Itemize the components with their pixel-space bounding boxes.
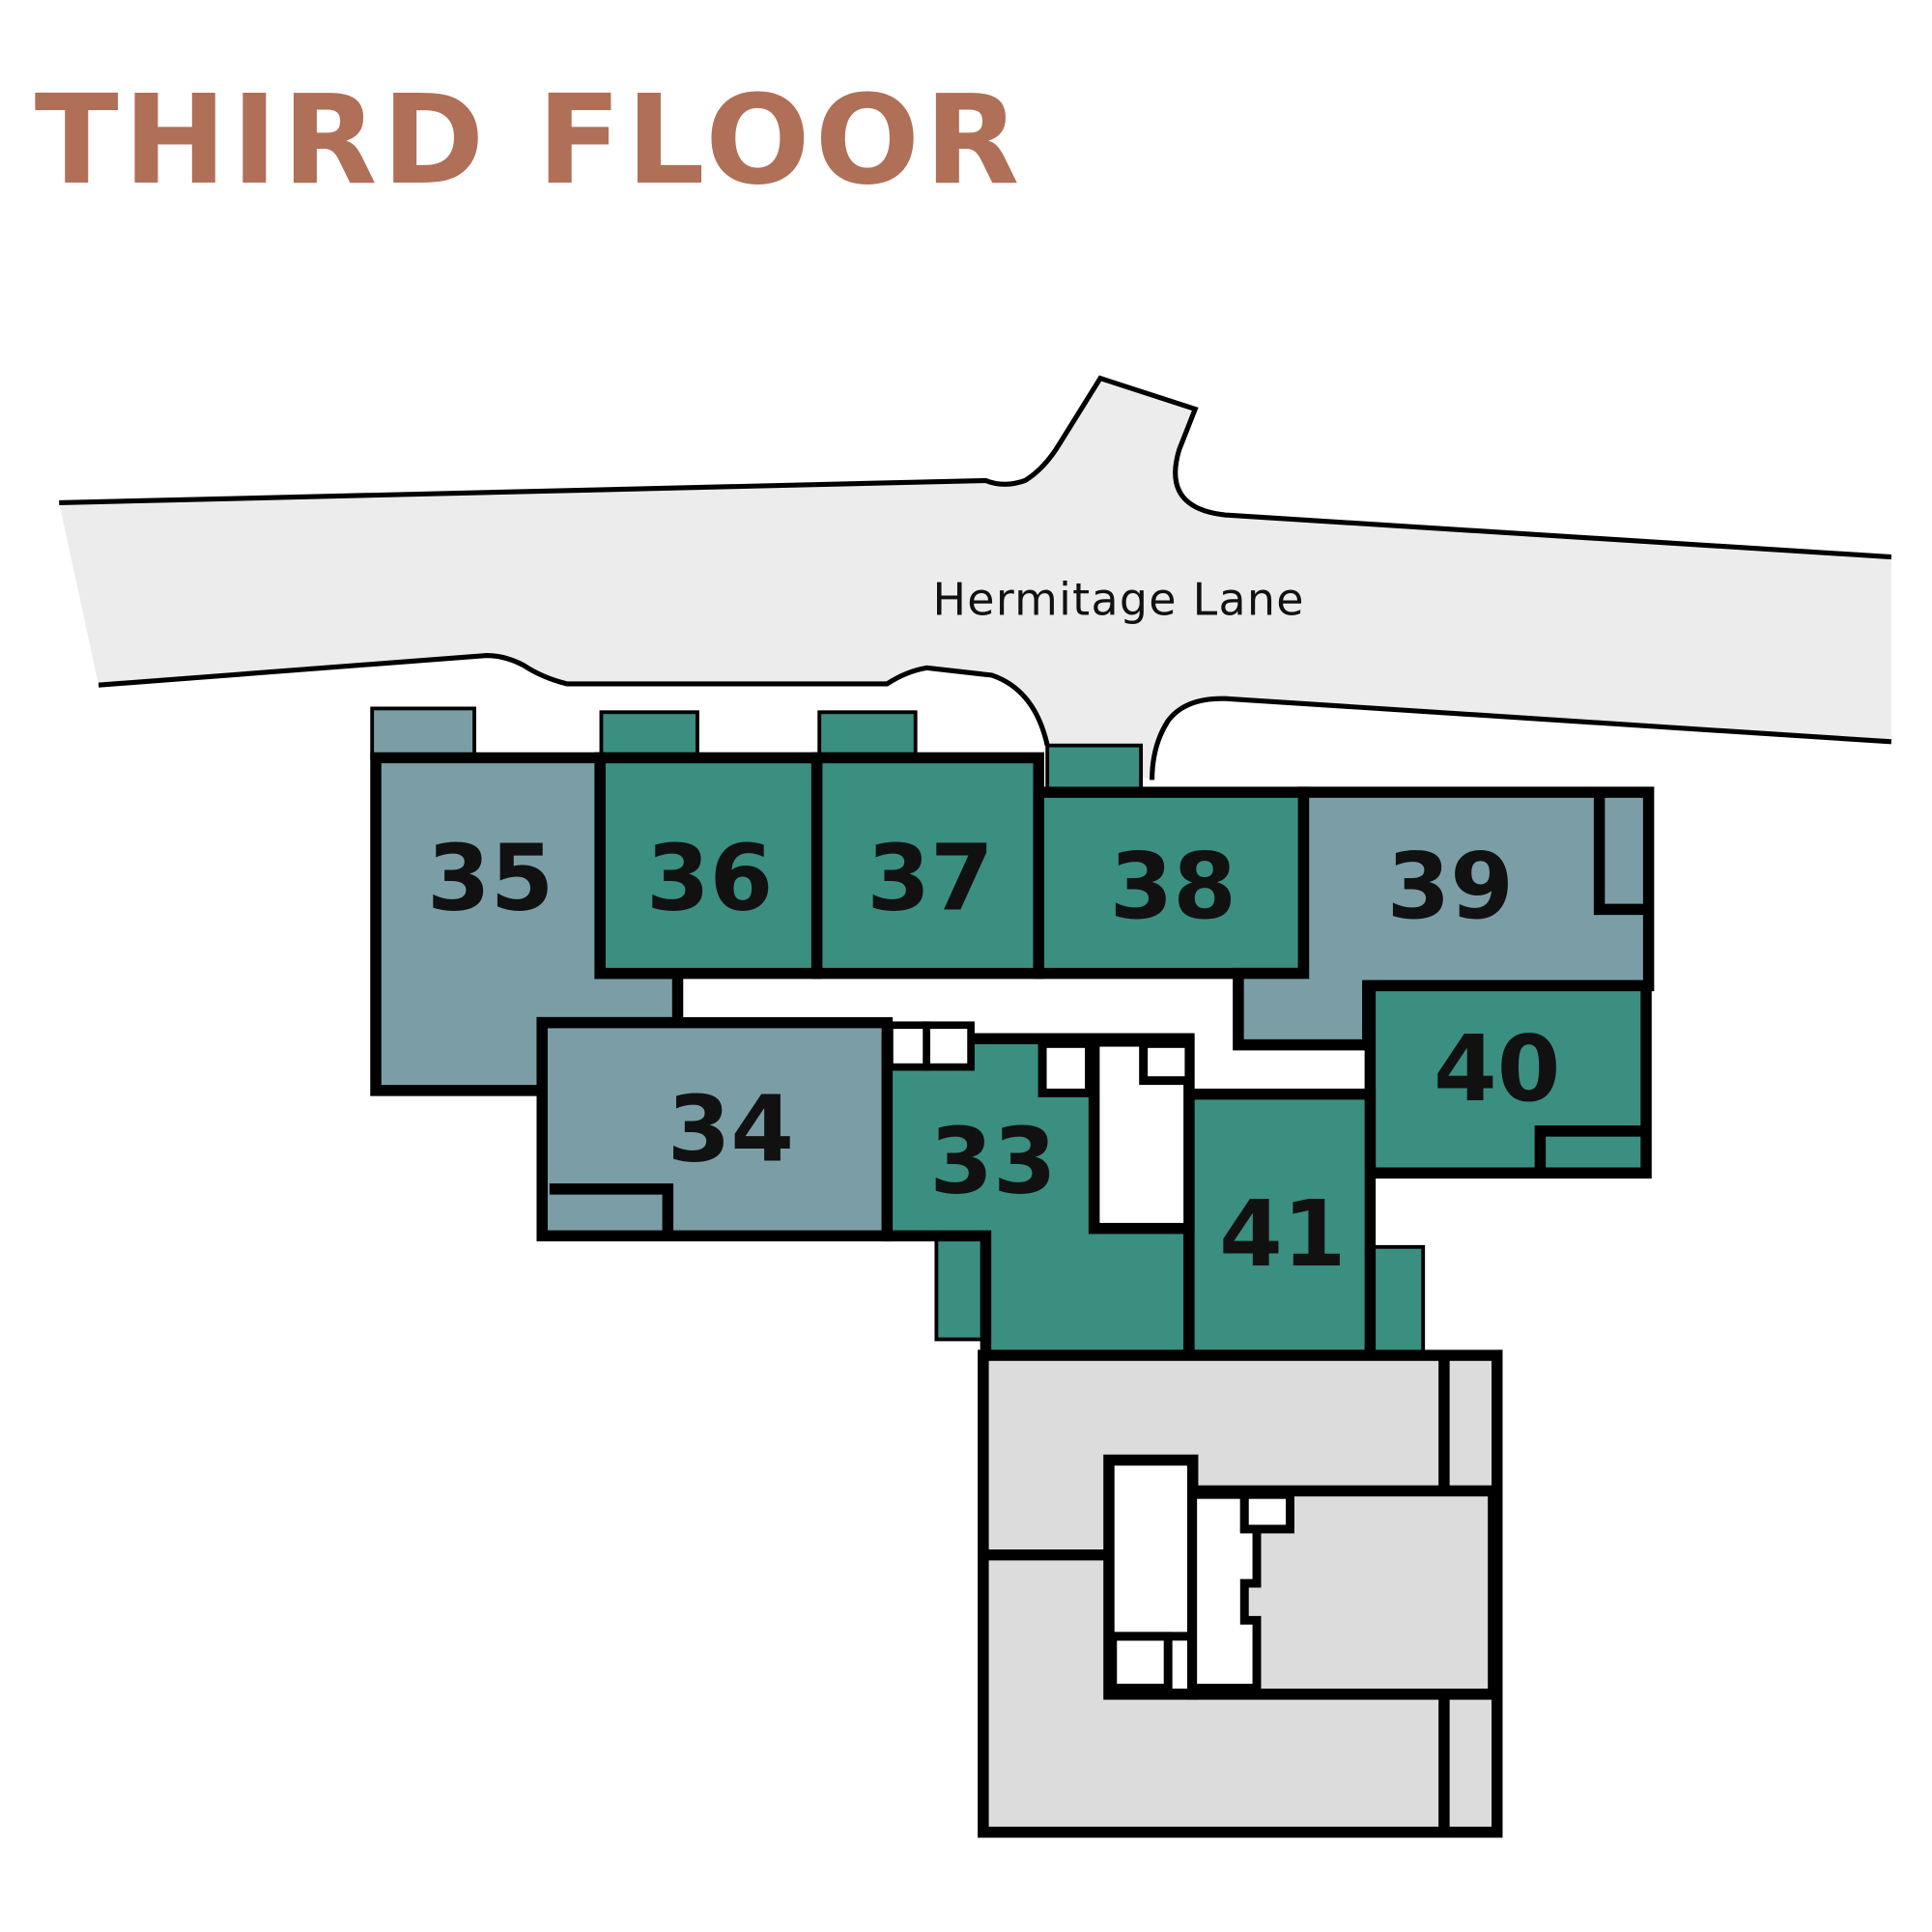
unit-number: 34 — [668, 1077, 794, 1183]
unit-number: 37 — [867, 825, 993, 931]
unit-38[interactable]: 38 — [1033, 786, 1310, 980]
unit-number: 33 — [929, 1109, 1056, 1215]
street-label: Hermitage Lane — [933, 573, 1305, 625]
unit-number: 39 — [1387, 834, 1514, 940]
common-building — [978, 1350, 1503, 1838]
page-title: THIRD FLOOR — [35, 70, 1025, 213]
unit-number: 36 — [646, 825, 773, 931]
unit-number: 40 — [1434, 1016, 1560, 1122]
unit-40[interactable]: 40 — [1364, 980, 1652, 1179]
unit-37[interactable]: 37 — [810, 752, 1044, 980]
unit-36[interactable]: 36 — [594, 752, 823, 980]
balconies — [370, 706, 1426, 1357]
building-core — [886, 1021, 1195, 1235]
unit-number: 35 — [427, 825, 554, 931]
unit-34[interactable]: 34 — [536, 1016, 894, 1242]
unit-number: 38 — [1110, 834, 1236, 940]
unit-41[interactable]: 41 — [1183, 1088, 1377, 1361]
hermitage-lane-road: Hermitage Lane — [59, 375, 1892, 781]
unit-number: 41 — [1219, 1181, 1346, 1288]
